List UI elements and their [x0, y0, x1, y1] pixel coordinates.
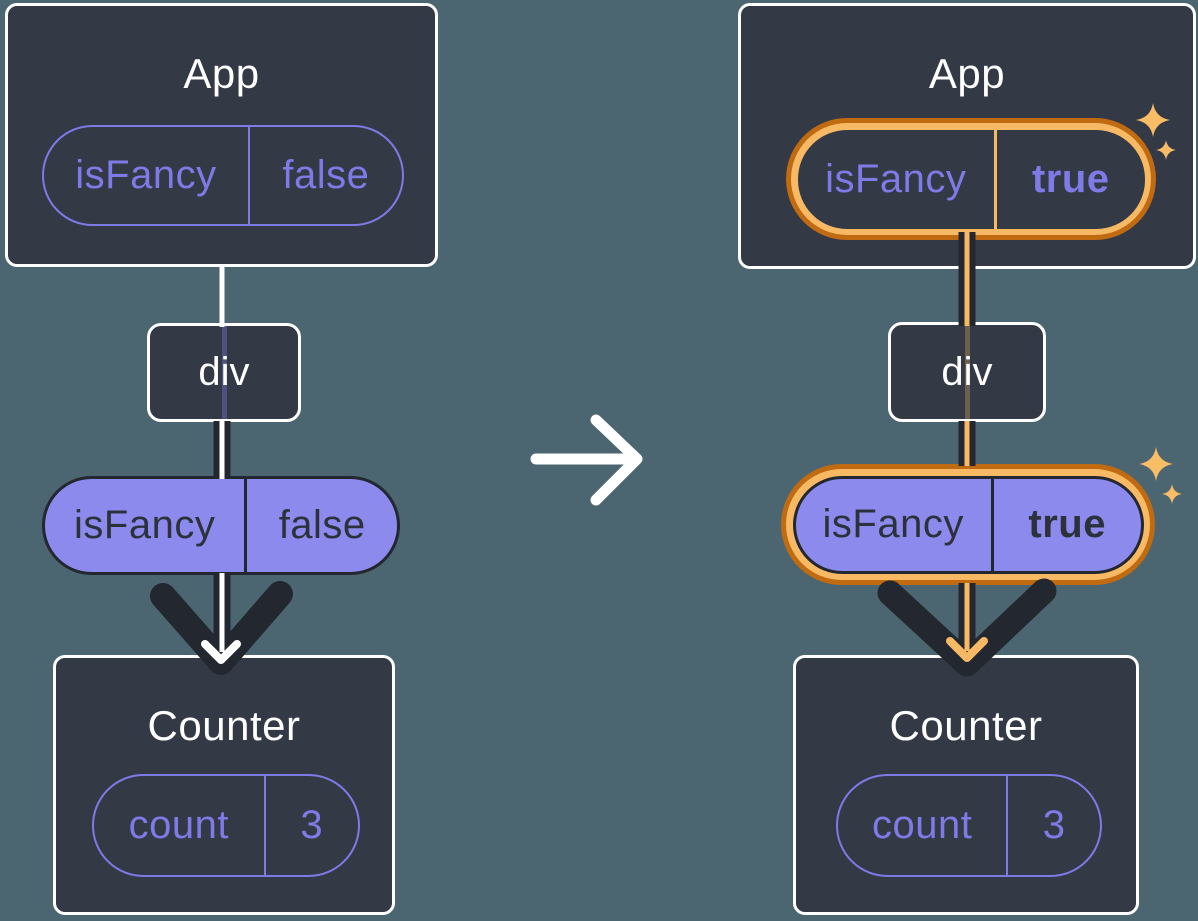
highlight-ring-inner: isFancy true	[791, 123, 1151, 235]
prop-key: isFancy	[796, 478, 994, 571]
prop-flow-trace-line	[221, 326, 227, 419]
prop-pill: isFancy true	[792, 475, 1144, 574]
down-arrow-icon	[877, 578, 1057, 677]
app-component-box: App isFancy true	[738, 3, 1196, 269]
counter-title: Counter	[889, 702, 1043, 749]
highlight-ring-inner: isFancy true	[786, 469, 1150, 580]
app-state-pill-highlight-ring: isFancy true	[786, 118, 1156, 240]
prop-pill: isFancy false	[42, 476, 400, 575]
counter-state-pill: count 3	[836, 774, 1102, 877]
state-value: false	[282, 153, 370, 197]
app-state-pill: isFancy true	[797, 129, 1145, 229]
prop-flow-trace-line	[964, 325, 970, 419]
count-value: 3	[1042, 803, 1066, 847]
counter-state-pill: count 3	[92, 774, 360, 877]
div-component-box: div	[147, 323, 301, 422]
counter-component-box: Counter count 3	[53, 655, 395, 915]
count-key: count	[94, 776, 266, 875]
down-arrow-icon	[150, 581, 293, 675]
div-label: div	[941, 349, 993, 394]
right-arrow-icon	[530, 414, 643, 506]
app-state-pill: isFancy false	[42, 125, 404, 226]
prop-value: true	[1028, 502, 1106, 546]
count-key: count	[838, 776, 1009, 875]
counter-title: Counter	[147, 702, 301, 749]
state-key: isFancy	[798, 129, 998, 229]
prop-pill-highlight-ring: isFancy true	[781, 464, 1155, 585]
prop-value: false	[278, 503, 366, 547]
app-component-box: App isFancy false	[5, 3, 438, 267]
sparkle-icon	[1139, 447, 1173, 481]
app-title: App	[183, 50, 260, 97]
state-key: isFancy	[44, 127, 250, 224]
app-title: App	[928, 50, 1006, 97]
sparkle-icon	[1162, 484, 1182, 504]
state-value: true	[1031, 156, 1110, 201]
div-label: div	[198, 350, 250, 394]
count-value: 3	[300, 803, 324, 847]
counter-component-box: Counter count 3	[793, 655, 1139, 915]
prop-key: isFancy	[45, 479, 248, 572]
div-component-box: div	[888, 322, 1046, 422]
